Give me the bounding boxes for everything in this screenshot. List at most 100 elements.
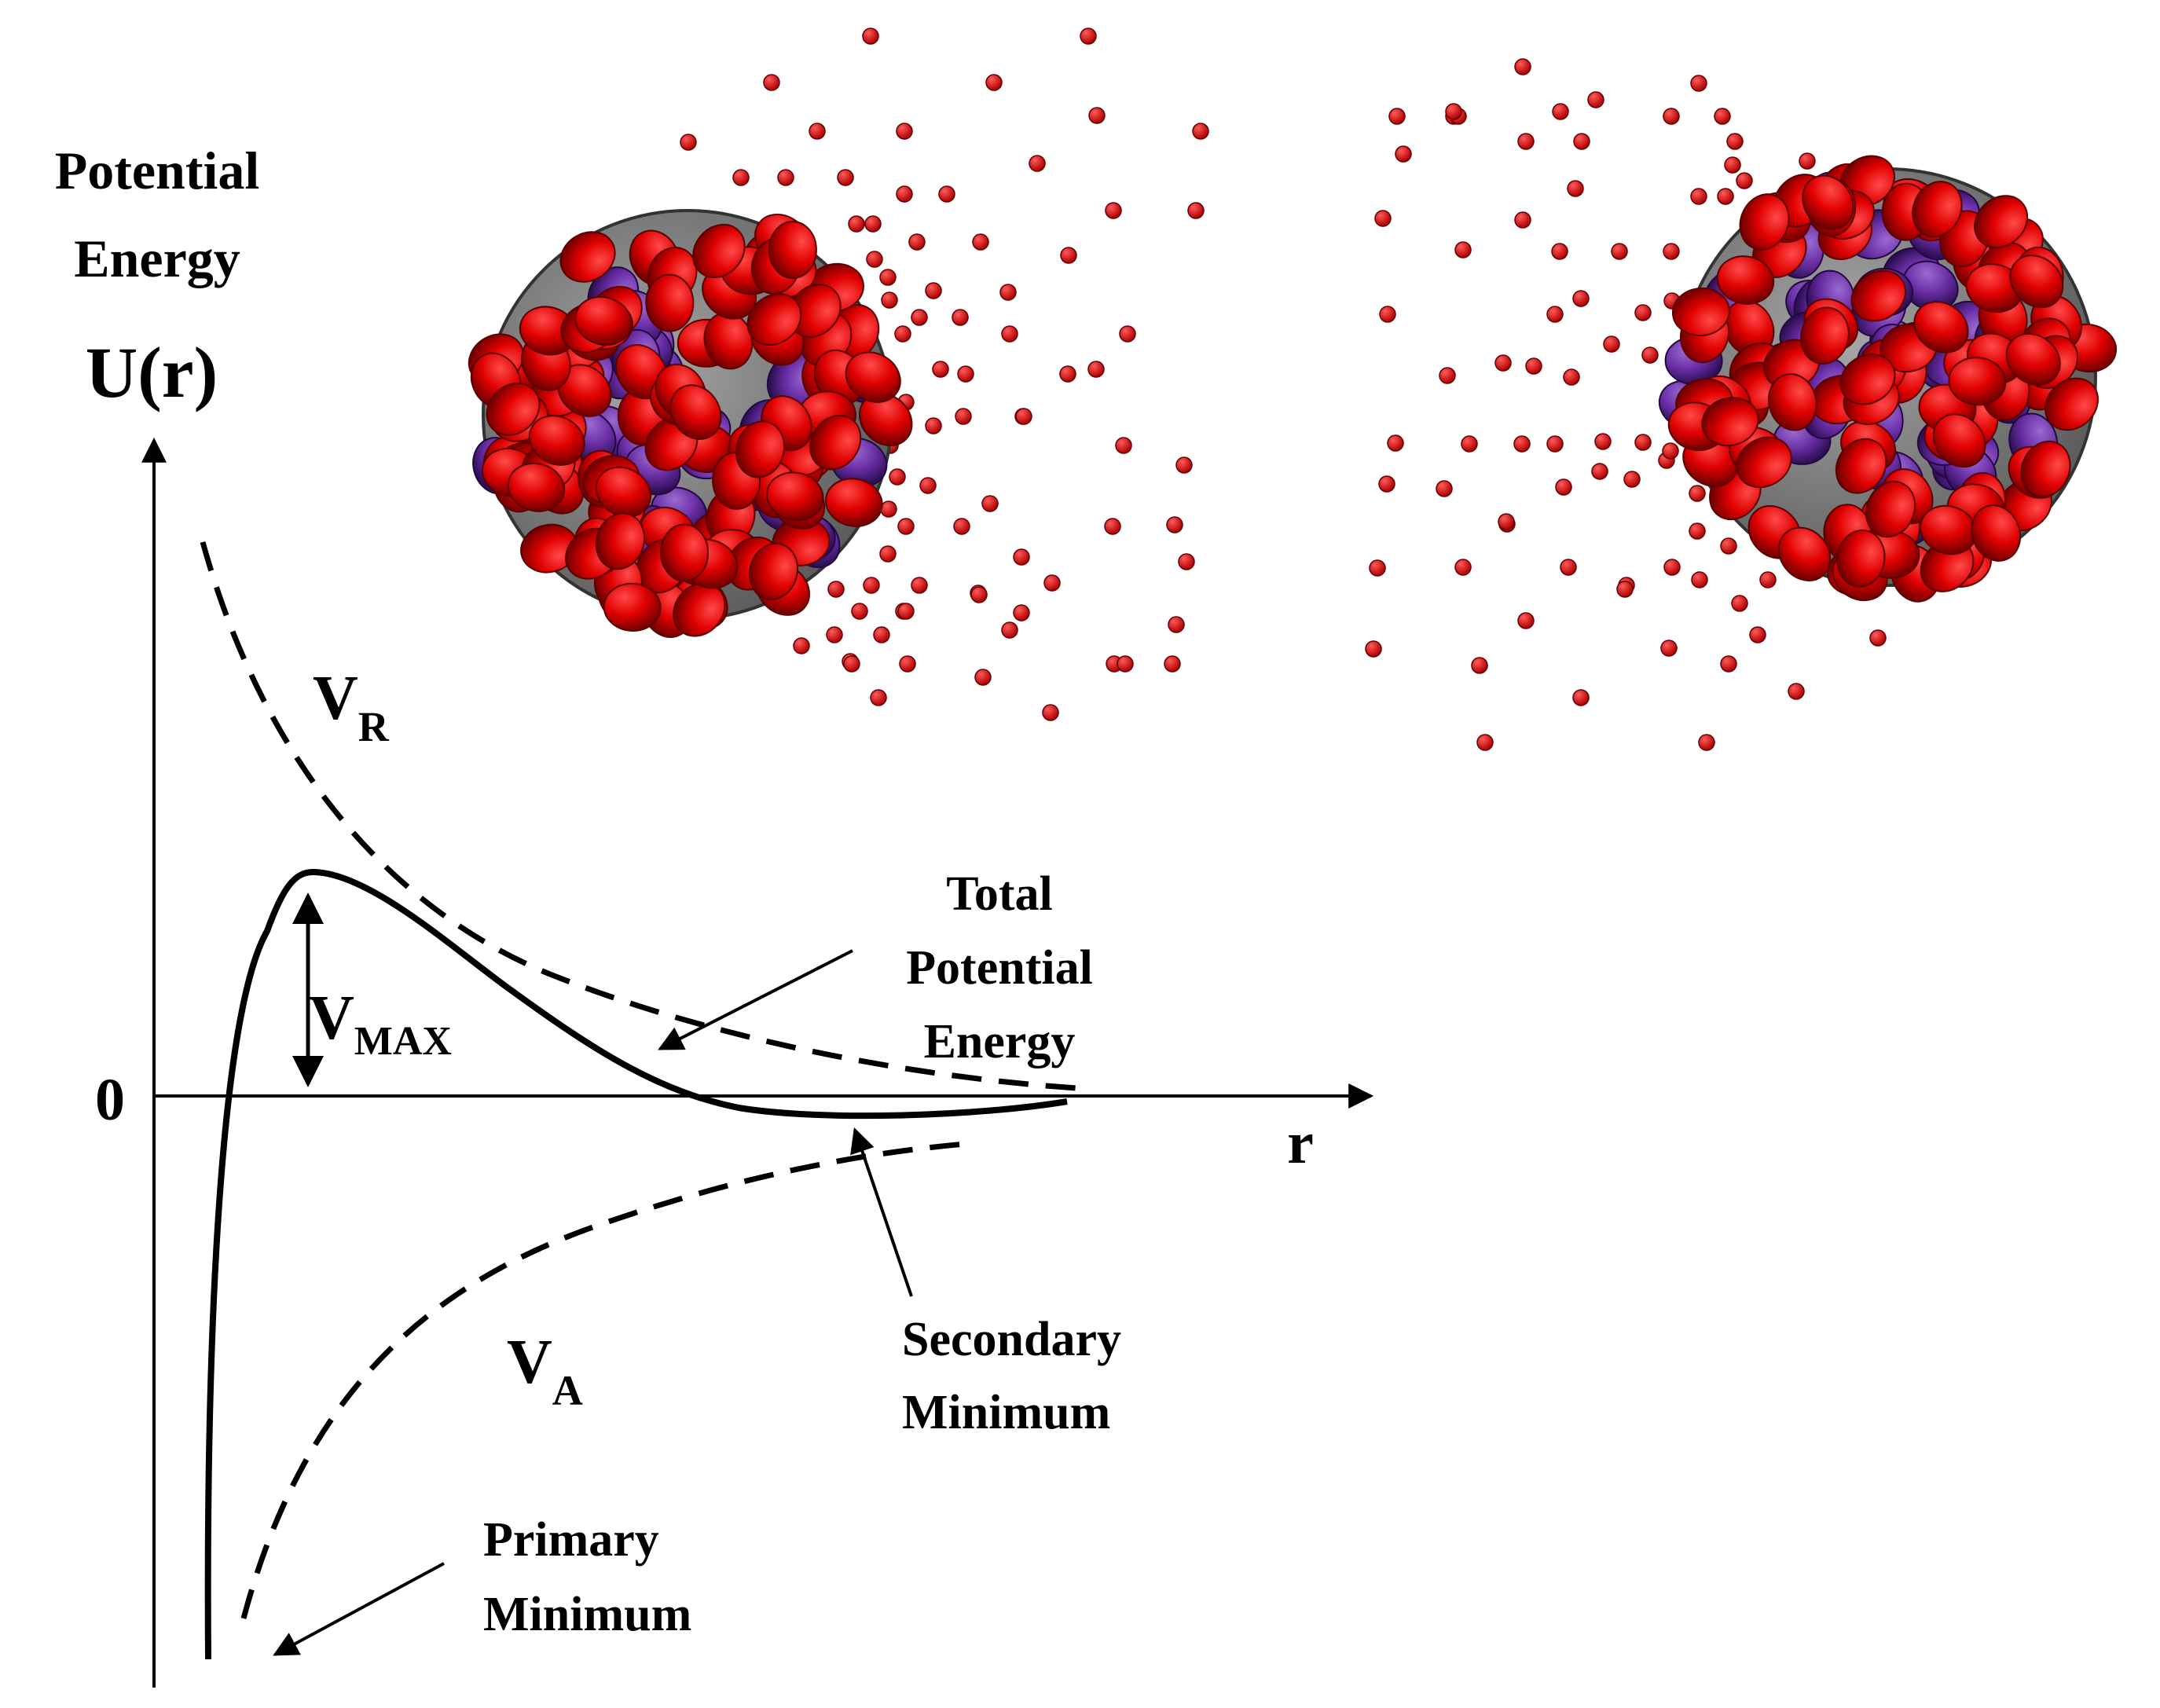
counter-ion — [1567, 180, 1584, 197]
counter-ion — [925, 417, 942, 434]
counter-ion — [851, 603, 868, 620]
counter-ion — [1611, 243, 1628, 260]
positive-charge-atom — [766, 471, 824, 521]
counter-ion — [911, 309, 928, 326]
counter-ion — [809, 123, 826, 140]
counter-ion — [1736, 172, 1753, 189]
counter-ion — [1788, 683, 1805, 700]
counter-ion — [1192, 123, 1209, 140]
counter-ion — [1689, 485, 1706, 502]
counter-ion — [879, 545, 897, 563]
counter-ion — [1498, 513, 1515, 530]
primary-minimum-label-line2: Minimum — [483, 1588, 691, 1641]
counter-ion — [863, 577, 880, 594]
counter-ion — [970, 586, 988, 603]
positive-charge-atom — [768, 221, 817, 279]
counter-ion — [732, 169, 750, 186]
positive-charge-atom — [2020, 440, 2071, 498]
counter-ion — [1015, 408, 1032, 425]
positive-charge-atom — [595, 512, 646, 570]
positive-charge-atom — [645, 273, 695, 332]
positive-charge-atom — [507, 462, 566, 512]
counter-ion — [1641, 346, 1659, 364]
counter-ion — [1603, 335, 1620, 353]
counter-ion — [1759, 571, 1777, 588]
positive-charge-atom — [1835, 438, 1887, 494]
counter-ion — [1525, 357, 1542, 375]
counter-ion — [1724, 156, 1741, 174]
counter-ion — [919, 477, 937, 494]
counter-ion — [932, 361, 949, 378]
counter-ion — [1365, 640, 1382, 658]
y-axis-title-line1: Potential — [55, 141, 260, 200]
counter-ion — [1726, 133, 1744, 150]
counter-ion — [1731, 595, 1748, 612]
counter-ion — [896, 185, 913, 203]
positive-charge-atom — [1850, 269, 1907, 322]
counter-ion — [1616, 581, 1634, 598]
counter-ion — [1395, 145, 1412, 163]
vr-label-subscript: R — [358, 703, 390, 750]
positive-charge-atom — [603, 582, 662, 632]
counter-ion — [1572, 290, 1590, 307]
counter-ion — [1634, 434, 1652, 451]
counter-ion — [1029, 155, 1046, 172]
positive-charge-atom — [595, 466, 652, 518]
positive-charge-atom — [1701, 397, 1759, 447]
counter-ion — [1514, 58, 1531, 75]
counter-ion — [908, 233, 926, 251]
counter-ion — [1166, 516, 1183, 533]
positive-charge-atom — [2044, 377, 2099, 431]
positive-charge-atom — [1971, 504, 2022, 562]
counter-ion — [873, 626, 890, 643]
counter-ion — [925, 282, 942, 299]
positive-charge-atom — [1716, 255, 1775, 305]
right-particle — [1658, 155, 2118, 603]
counter-ion — [999, 284, 1017, 301]
counter-ion — [843, 655, 860, 673]
counter-ion — [972, 233, 989, 251]
counter-ion — [793, 637, 810, 654]
counter-ion — [897, 603, 915, 620]
vr-label: VR — [313, 664, 390, 750]
counter-ion — [1387, 434, 1404, 452]
counter-ion — [870, 689, 887, 706]
counter-ion — [1164, 655, 1181, 673]
positive-charge-atom — [2005, 332, 2061, 386]
counter-ion — [1573, 133, 1590, 150]
counter-ion — [879, 269, 897, 286]
counter-ion — [896, 123, 913, 140]
core-atom — [1901, 260, 1959, 312]
counter-ion — [1042, 704, 1059, 721]
counter-ion — [1115, 437, 1132, 454]
counter-ion — [1087, 361, 1105, 378]
counter-ion — [680, 134, 697, 151]
counter-ion — [1439, 367, 1456, 384]
counter-ion — [894, 325, 911, 343]
positive-charge-atom — [1777, 526, 1832, 581]
counter-ion — [826, 626, 843, 643]
positive-charge-atom — [2009, 255, 2064, 309]
total-potential-curve — [204, 868, 1068, 1660]
vr-label-main: V — [313, 664, 358, 733]
counter-ion — [1717, 188, 1734, 205]
y-axis-title-line2: Energy — [74, 229, 240, 288]
counter-ion — [985, 74, 1003, 91]
counter-ion — [1634, 304, 1652, 321]
counter-ion — [827, 581, 845, 598]
counter-ion — [981, 495, 999, 512]
positive-charge-atom — [1739, 193, 1790, 251]
counter-ion — [1043, 574, 1061, 592]
total-potential-label-line2: Potential — [906, 941, 1093, 995]
positive-charge-atom — [749, 542, 798, 600]
positive-charge-atom — [528, 415, 585, 466]
positive-charge-atom — [746, 293, 802, 346]
counter-ion — [1560, 559, 1577, 576]
counter-ion — [897, 518, 915, 535]
counter-ion — [1001, 621, 1018, 639]
vmax-label-main: V — [309, 984, 354, 1053]
counter-ion — [1436, 480, 1453, 497]
positive-charge-atom — [1948, 357, 2007, 406]
counter-ion — [1546, 435, 1564, 453]
